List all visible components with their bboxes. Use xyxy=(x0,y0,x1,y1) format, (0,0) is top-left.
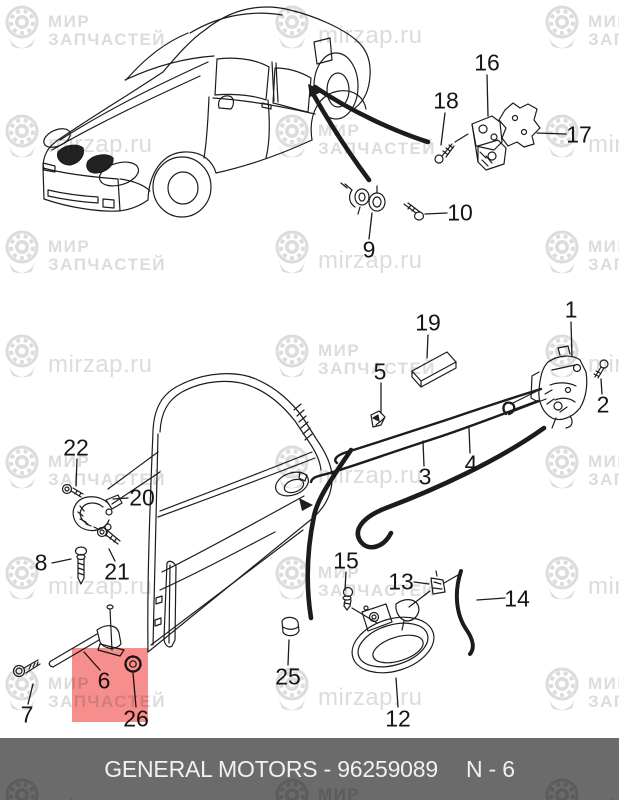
part-8-bolt xyxy=(74,546,88,585)
part-12-outside-handle xyxy=(351,574,459,674)
part-label-22: 22 xyxy=(63,434,89,461)
part-label-4: 4 xyxy=(464,450,478,477)
footer-bar: GENERAL MOTORS - 96259089 N - 6 xyxy=(0,738,619,800)
part-label-9: 9 xyxy=(362,236,376,263)
part-label-3: 3 xyxy=(418,463,432,490)
part-10-screw xyxy=(403,202,425,221)
door-illustration xyxy=(147,373,333,653)
part-label-21: 21 xyxy=(104,558,130,585)
part-17-plate xyxy=(498,102,541,148)
part-15-screw xyxy=(342,586,354,611)
part-label-19: 19 xyxy=(415,309,441,336)
part-label-25: 25 xyxy=(275,663,301,690)
part-label-8: 8 xyxy=(34,549,48,576)
part-5-clip xyxy=(370,410,386,428)
part-21-bolt xyxy=(96,526,121,545)
part-label-26: 26 xyxy=(123,705,149,732)
part-label-15: 15 xyxy=(333,547,359,574)
part-1-door-lock xyxy=(530,345,588,429)
part-label-10: 10 xyxy=(447,199,473,226)
part-25-grommet xyxy=(281,616,300,637)
part-19-sticker xyxy=(411,351,457,388)
part-label-12: 12 xyxy=(385,705,411,732)
part-14-rod xyxy=(454,569,475,656)
part-22-bolt xyxy=(61,483,84,498)
part-2-screw xyxy=(593,359,609,379)
part-6-check-strap xyxy=(48,604,125,668)
footer-part-number: GENERAL MOTORS - 96259089 xyxy=(104,755,438,782)
part-16-hinge xyxy=(471,115,507,171)
part-label-5: 5 xyxy=(373,358,387,385)
arrow-into-door xyxy=(308,84,324,97)
part-label-2: 2 xyxy=(596,391,610,418)
arrow-at-handle xyxy=(299,498,313,511)
part-18-screw xyxy=(434,133,469,164)
part-7-bolt xyxy=(12,659,41,678)
cable-routing-upper xyxy=(309,84,431,183)
part-26-nut xyxy=(124,655,142,673)
part-label-20: 20 xyxy=(129,484,155,511)
part-label-16: 16 xyxy=(474,49,500,76)
part-label-18: 18 xyxy=(433,87,459,114)
footer-sheet-ref: N - 6 xyxy=(465,755,515,782)
part-label-17: 17 xyxy=(566,121,592,148)
part-label-6: 6 xyxy=(97,667,111,694)
part-label-7: 7 xyxy=(20,701,34,728)
part-label-1: 1 xyxy=(564,296,578,323)
car-illustration xyxy=(42,6,371,218)
part-label-14: 14 xyxy=(504,585,530,612)
part-9-lock-cylinder xyxy=(340,182,386,215)
part-label-13: 13 xyxy=(388,568,414,595)
part-13-clip xyxy=(430,570,446,595)
